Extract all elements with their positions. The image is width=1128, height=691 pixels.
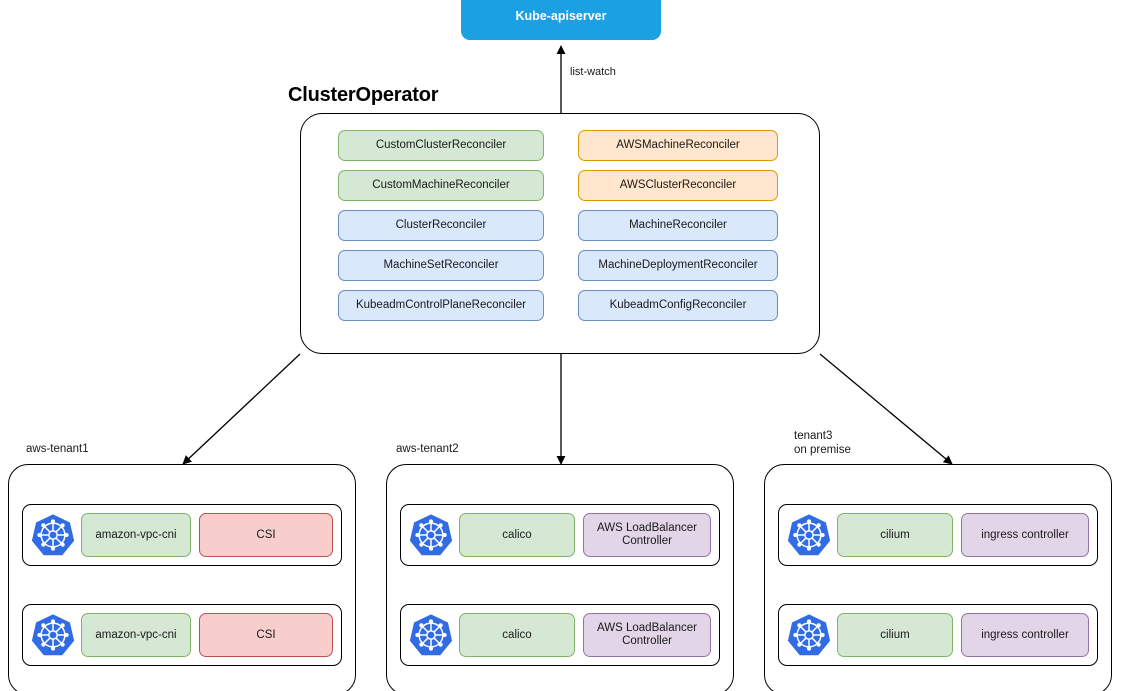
cluster-addon-label: CSI [256, 628, 276, 641]
kube-apiserver-label: Kube-apiserver [515, 9, 607, 23]
reconciler-label: AWSMachineReconciler [616, 139, 740, 152]
reconciler-box[interactable]: KubeadmControlPlaneReconciler [338, 290, 544, 321]
reconciler-label: CustomMachineReconciler [372, 179, 510, 192]
cluster-addon[interactable]: CSI [199, 513, 333, 557]
cluster-addon[interactable]: amazon-vpc-cni [81, 513, 191, 557]
tenant-cluster[interactable]: calico AWS LoadBalancer Controller [400, 504, 720, 566]
cluster-addon-label: calico [502, 528, 532, 541]
reconciler-box[interactable]: CustomMachineReconciler [338, 170, 544, 201]
edge-operator-to-tenant1 [182, 353, 301, 465]
cluster-addon[interactable]: amazon-vpc-cni [81, 613, 191, 657]
tenant-cluster[interactable]: cilium ingress controller [778, 604, 1098, 666]
edge-label-list-watch: list-watch [570, 66, 616, 78]
reconciler-label: KubeadmConfigReconciler [609, 299, 747, 312]
tenant-cluster[interactable]: calico AWS LoadBalancer Controller [400, 604, 720, 666]
cluster-operator-title: ClusterOperator [288, 84, 439, 106]
reconciler-label: AWSClusterReconciler [619, 179, 737, 192]
reconciler-label: MachineReconciler [629, 219, 727, 232]
cluster-addon[interactable]: AWS LoadBalancer Controller [583, 613, 711, 657]
reconciler-label: ClusterReconciler [395, 219, 487, 232]
cluster-addon[interactable]: cilium [837, 513, 953, 557]
reconciler-label: MachineDeploymentReconciler [598, 259, 758, 272]
cluster-addon-label: amazon-vpc-cni [95, 628, 177, 641]
cluster-addon[interactable]: CSI [199, 613, 333, 657]
reconciler-label: KubeadmControlPlaneReconciler [355, 299, 527, 312]
reconciler-label: MachineSetReconciler [383, 259, 499, 272]
cluster-addon[interactable]: calico [459, 613, 575, 657]
tenant-label: aws-tenant1 [26, 443, 89, 455]
reconciler-box[interactable]: AWSMachineReconciler [578, 130, 778, 161]
reconciler-grid: CustomClusterReconciler AWSMachineReconci… [338, 130, 784, 321]
reconciler-box[interactable]: MachineSetReconciler [338, 250, 544, 281]
cluster-addon[interactable]: ingress controller [961, 513, 1089, 557]
kube-apiserver-node: Kube-apiserver [461, 0, 661, 40]
cluster-addon-label: CSI [256, 528, 276, 541]
reconciler-box[interactable]: KubeadmConfigReconciler [578, 290, 778, 321]
kubernetes-icon [31, 613, 75, 657]
cluster-addon-label: AWS LoadBalancer Controller [597, 522, 697, 547]
reconciler-box[interactable]: MachineReconciler [578, 210, 778, 241]
kubernetes-icon [787, 513, 831, 557]
cluster-addon-label: cilium [880, 528, 910, 541]
cluster-addon-label: calico [502, 628, 532, 641]
reconciler-box[interactable]: ClusterReconciler [338, 210, 544, 241]
reconciler-box[interactable]: CustomClusterReconciler [338, 130, 544, 161]
kubernetes-icon [787, 613, 831, 657]
reconciler-label: CustomClusterReconciler [375, 139, 507, 152]
tenant-label: aws-tenant2 [396, 443, 459, 455]
reconciler-box[interactable]: MachineDeploymentReconciler [578, 250, 778, 281]
cluster-addon-label: AWS LoadBalancer Controller [597, 622, 697, 647]
tenant-cluster[interactable]: cilium ingress controller [778, 504, 1098, 566]
cluster-addon-label: ingress controller [981, 528, 1069, 541]
tenant-cluster[interactable]: amazon-vpc-cni CSI [22, 604, 342, 666]
cluster-addon[interactable]: ingress controller [961, 613, 1089, 657]
cluster-addon-label: amazon-vpc-cni [95, 528, 177, 541]
cluster-addon[interactable]: cilium [837, 613, 953, 657]
tenant-label: tenant3 on premise [794, 430, 851, 456]
tenant-cluster[interactable]: amazon-vpc-cni CSI [22, 504, 342, 566]
kubernetes-icon [409, 513, 453, 557]
kubernetes-icon [409, 613, 453, 657]
cluster-addon-label: cilium [880, 628, 910, 641]
cluster-addon[interactable]: AWS LoadBalancer Controller [583, 513, 711, 557]
cluster-addon-label: ingress controller [981, 628, 1069, 641]
kubernetes-icon [31, 513, 75, 557]
reconciler-box[interactable]: AWSClusterReconciler [578, 170, 778, 201]
cluster-addon[interactable]: calico [459, 513, 575, 557]
